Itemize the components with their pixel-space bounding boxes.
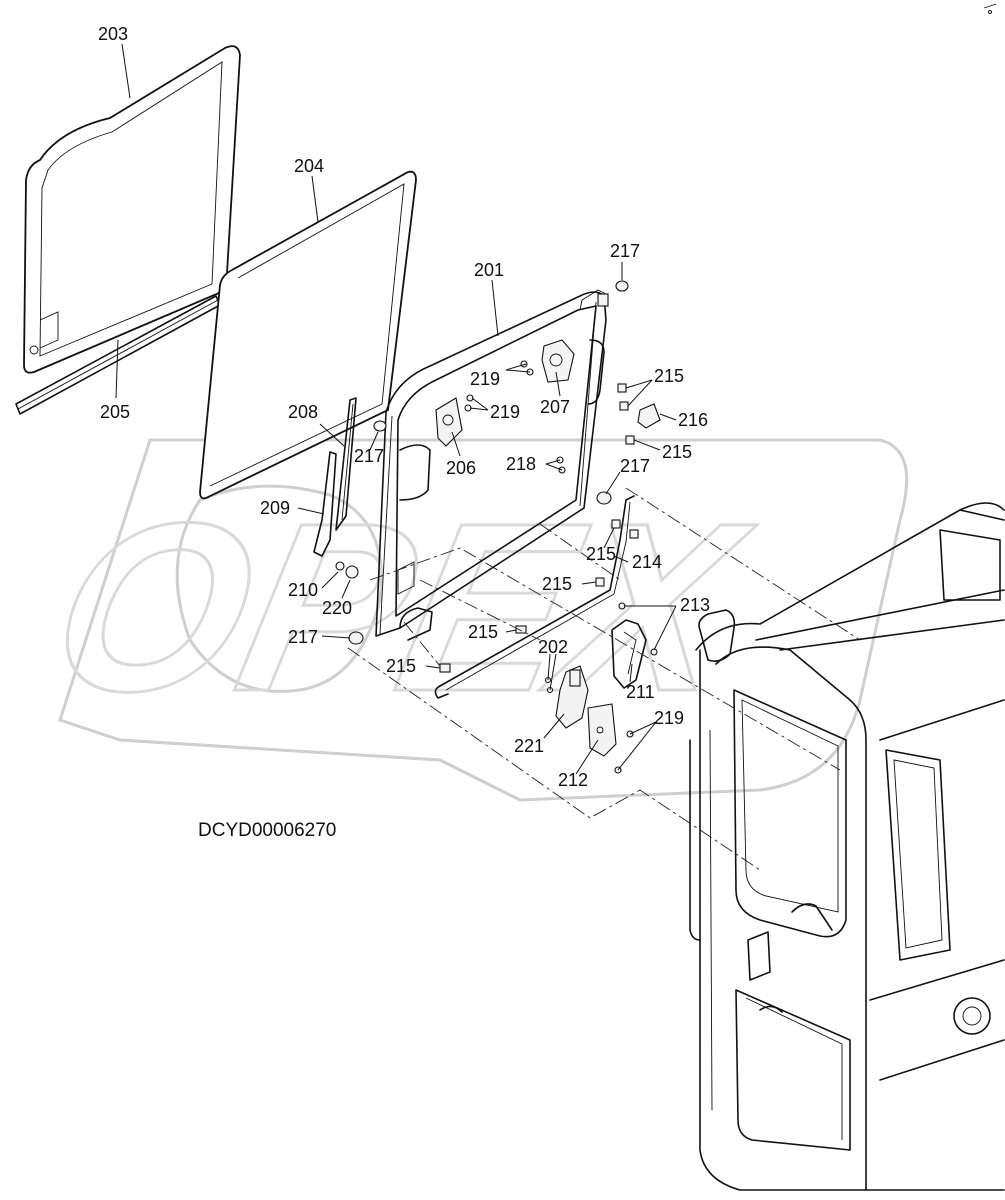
cab-body xyxy=(689,502,1005,1191)
label-205: 205 xyxy=(100,402,130,422)
label-215-d: 215 xyxy=(542,574,572,594)
corner-mark xyxy=(983,3,997,14)
label-218: 218 xyxy=(506,454,536,474)
label-220: 220 xyxy=(322,598,352,618)
label-221: 221 xyxy=(514,736,544,756)
label-213: 213 xyxy=(680,595,710,615)
part-212-plate xyxy=(587,703,617,757)
label-217-right: 217 xyxy=(620,456,650,476)
part-207-bracket xyxy=(541,339,575,383)
label-219-a: 219 xyxy=(470,369,500,389)
part-labels: 203 204 205 201 217 208 209 210 220 217 … xyxy=(98,24,710,790)
label-219-c: 219 xyxy=(654,708,684,728)
part-203-upper-glass xyxy=(23,45,241,374)
label-215-e: 215 xyxy=(468,622,498,642)
part-204-lower-glass xyxy=(199,170,417,500)
watermark: OPEX xyxy=(31,438,909,802)
label-203: 203 xyxy=(98,24,128,44)
label-202: 202 xyxy=(538,637,568,657)
label-206: 206 xyxy=(446,458,476,478)
part-216-catch xyxy=(637,403,661,429)
label-208: 208 xyxy=(288,402,318,422)
label-216: 216 xyxy=(678,410,708,430)
label-215-f: 215 xyxy=(386,656,416,676)
leader-lines xyxy=(115,43,677,775)
label-215-c: 215 xyxy=(586,544,616,564)
label-210: 210 xyxy=(288,580,318,600)
part-208-wiper-blade xyxy=(335,397,357,531)
part-201-door-frame xyxy=(375,289,609,641)
label-209: 209 xyxy=(260,498,290,518)
part-214-rod xyxy=(434,495,635,699)
label-217-mid: 217 xyxy=(354,446,384,466)
label-217-top: 217 xyxy=(610,241,640,261)
label-212: 212 xyxy=(558,770,588,790)
label-215-a: 215 xyxy=(654,366,684,386)
diagram-code: DCYD00006270 xyxy=(198,820,336,841)
label-217-left: 217 xyxy=(288,627,318,647)
label-219-b: 219 xyxy=(490,402,520,422)
watermark-text: OPEX xyxy=(32,473,768,741)
label-201: 201 xyxy=(474,260,504,280)
part-211-handle xyxy=(611,619,647,689)
label-214: 214 xyxy=(632,552,662,572)
part-209-wiper-arm xyxy=(313,451,337,557)
label-207: 207 xyxy=(540,397,570,417)
label-211: 211 xyxy=(626,682,655,702)
label-215-b: 215 xyxy=(662,442,692,462)
part-221-actuator xyxy=(555,665,589,729)
label-204: 204 xyxy=(294,156,324,176)
